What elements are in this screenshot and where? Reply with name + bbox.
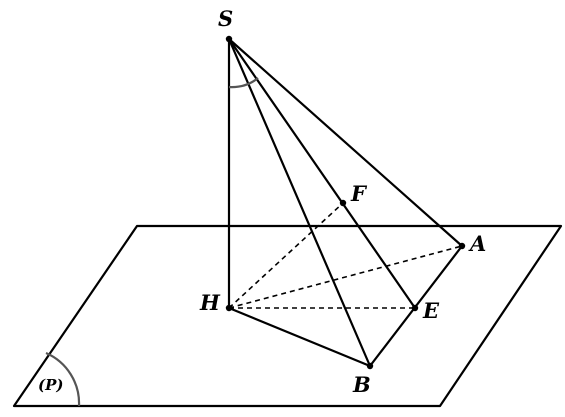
point-s [225, 35, 233, 43]
segment-hf [228, 202, 344, 309]
label-f: F [350, 181, 368, 206]
segment-ha [228, 245, 463, 309]
segment-se [227, 37, 417, 310]
point-h [225, 304, 233, 312]
label-plane-p: (P) [38, 376, 63, 394]
label-e: E [422, 298, 440, 323]
label-b: B [352, 372, 371, 397]
segment-hb [227, 306, 372, 368]
label-s: S [218, 6, 233, 31]
angle-arc-s [228, 77, 259, 89]
point-a [458, 242, 466, 250]
point-b [366, 362, 374, 370]
plane-angle-arc [45, 351, 81, 407]
segment-sb [227, 37, 372, 368]
segment-sa [227, 37, 464, 248]
plane-p [12, 224, 563, 408]
label-a: A [468, 231, 486, 256]
point-f [339, 199, 347, 207]
label-h: H [199, 290, 221, 315]
point-e [411, 304, 419, 312]
